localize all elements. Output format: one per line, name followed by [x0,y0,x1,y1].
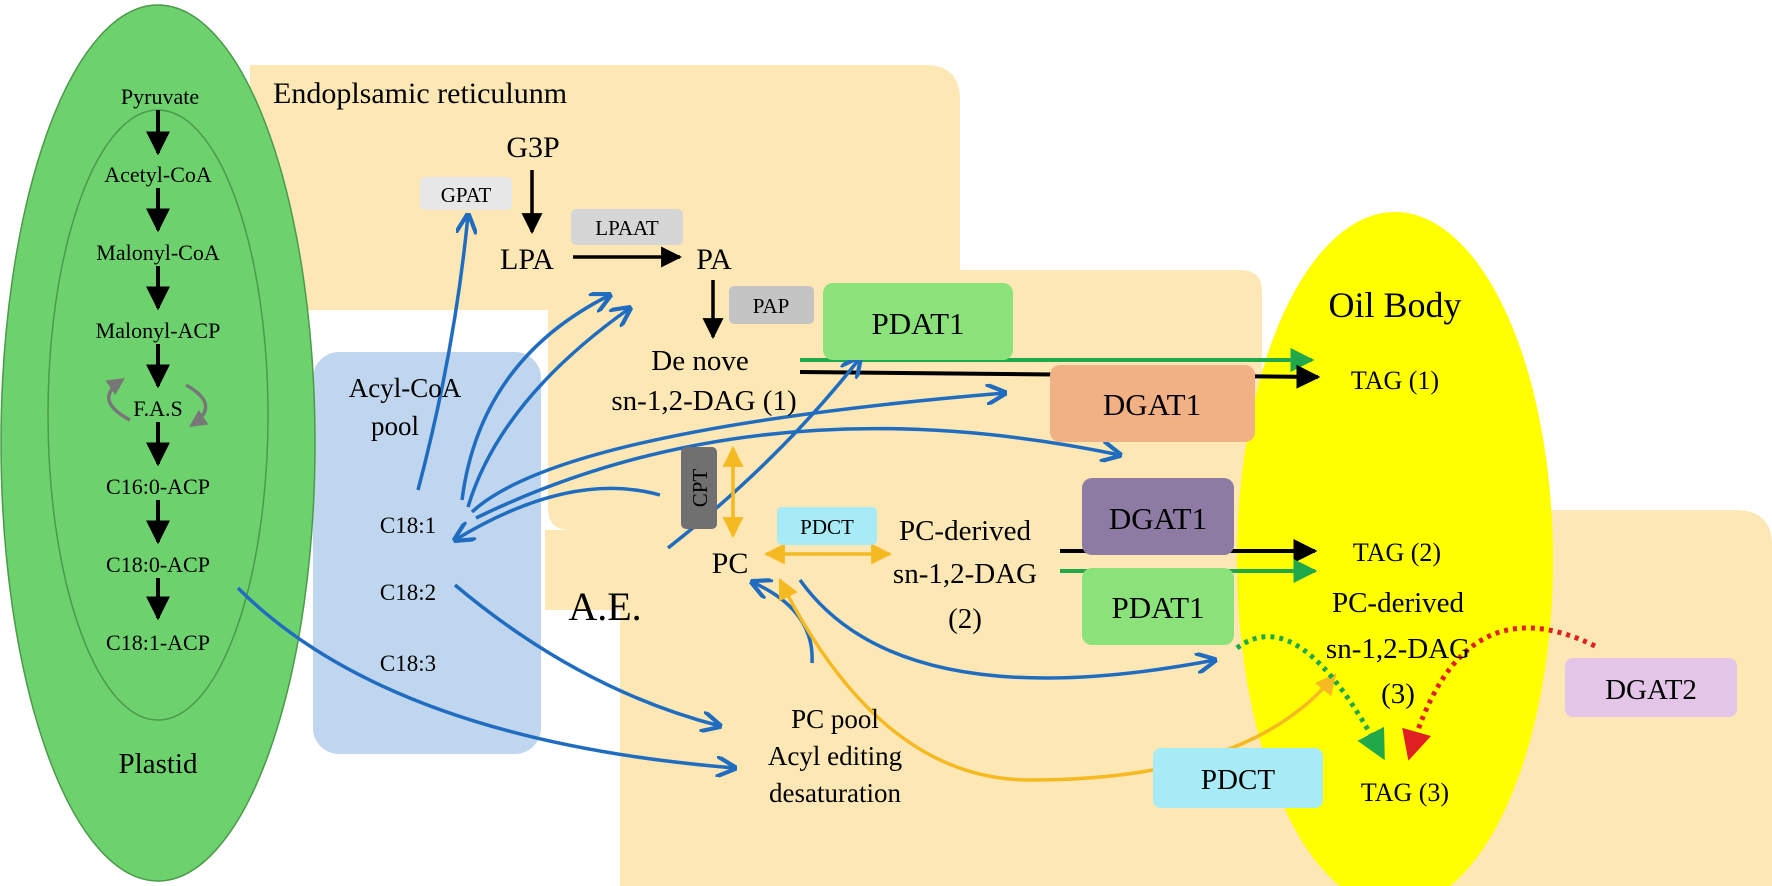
dgat1-mid-label: DGAT1 [1109,501,1207,536]
lpaat-label: LPAAT [595,216,659,240]
acyl-pool-item: C18:1 [380,513,436,538]
plastid-chain-label: Malonyl-CoA [96,240,220,265]
pap-label: PAP [753,294,790,318]
gpat-box [420,177,512,210]
plastid-chain-label: Acetyl-CoA [104,162,212,187]
red-dotted-arrow [1402,625,1597,761]
dgat1-top-box [1050,365,1255,442]
dgat1-top-label: DGAT1 [1103,387,1201,422]
pdct-mid-box [777,507,877,545]
acyl-pool-item: C18:2 [380,580,436,605]
pc-pool-line2: Acyl editing [768,741,902,771]
tag2-label: TAG (2) [1353,538,1441,567]
pa-label: PA [696,243,732,276]
pdat1-top-label: PDAT1 [871,306,964,341]
tag3-label: TAG (3) [1361,778,1449,807]
cpt-box [681,447,717,529]
pc-pool-line1: PC pool [791,704,879,734]
acyl-pool-title-line1: Acyl-CoA [349,373,462,403]
plastid-chain-label: Pyruvate [121,84,199,109]
pdat1-top-box [823,283,1013,360]
plastid-chain-label: F.A.S [133,396,183,421]
text-labels: Pyruvate Acetyl-CoA Malonyl-CoA Malonyl-… [96,77,1697,808]
kennedy-pathway-arrows [521,170,724,340]
pdat1-mid-box [1082,568,1234,645]
pc-derived3-line1: PC-derived [1332,587,1465,619]
pdct-bottom-label: PDCT [1201,764,1275,796]
plastid-chain-label: C16:0-ACP [106,474,210,499]
plastid-chain-label: Malonyl-ACP [96,318,221,343]
pc-derived2-line1: PC-derived [899,515,1032,547]
orange-arrows [722,445,1337,782]
lpaat-box [571,209,683,245]
plastid-title: Plastid [119,748,198,780]
pc-derived2-line2: sn-1,2-DAG [893,558,1037,590]
dgat1-mid-box [1082,478,1234,555]
er-title: Endoplsamic reticulunm [273,77,567,110]
pc-derived3-line3: (3) [1381,678,1415,710]
pdat1-mid-label: PDAT1 [1111,590,1204,625]
pap-box [729,286,814,324]
pc-derived2-line3: (2) [948,603,982,635]
enzyme-boxes [420,177,1737,808]
pdct-mid-label: PDCT [800,515,854,539]
g3p-label: G3P [506,131,559,164]
dgat2-box [1565,658,1737,717]
pc-label: PC [712,547,749,580]
gpat-label: GPAT [441,183,492,207]
plastid-chain-label: C18:0-ACP [106,552,210,577]
lpa-label: LPA [500,243,554,276]
acyl-coa-pool-box [313,352,541,754]
pdct-bottom-box [1153,748,1323,808]
tag1-label: TAG (1) [1351,366,1439,395]
oil-body-title: Oil Body [1328,285,1461,325]
ae-label: A.E. [568,584,641,629]
acyl-pool-item: C18:3 [380,651,436,676]
pc-pool-line3: desaturation [769,778,901,808]
plastid-chain-label: C18:1-ACP [106,630,210,655]
dgat2-label: DGAT2 [1605,674,1697,706]
denovo-dag-line2: sn-1,2-DAG (1) [611,385,796,417]
cpt-label: CPT [688,469,712,508]
fas-cycle-icon [105,378,209,427]
green-dotted-arrow [1235,634,1385,761]
pc-derived3-line2: sn-1,2-DAG [1326,633,1470,665]
acyl-pool-title-line2: pool [371,411,419,441]
denovo-dag-line1: De nove [651,345,748,377]
